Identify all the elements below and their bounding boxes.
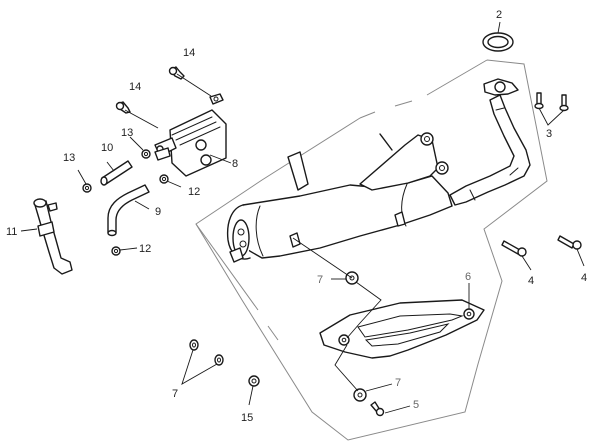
assembly-boundary-lower xyxy=(195,223,279,341)
flange-bolt-3-b xyxy=(559,94,569,112)
callout-5: 5 xyxy=(413,399,419,411)
callout-15: 15 xyxy=(241,412,253,424)
heat-shield xyxy=(319,299,485,359)
callout-7-pair: 7 xyxy=(172,388,178,400)
straight-hose xyxy=(100,160,133,186)
valve-bolt-lower xyxy=(115,101,131,114)
muffler-bracket xyxy=(287,132,449,191)
leader-lines xyxy=(20,21,585,414)
secondary-air-valve xyxy=(154,93,227,177)
washer-7-pair-b xyxy=(214,354,224,366)
callout-10: 10 xyxy=(101,142,113,154)
exhaust-gasket xyxy=(482,32,514,52)
assembly-boundary xyxy=(195,59,548,441)
callout-12-upper: 12 xyxy=(188,186,200,198)
mounting-bolt-4-a xyxy=(501,240,527,257)
callout-8: 8 xyxy=(232,158,238,170)
hose-clip-13-left xyxy=(82,183,92,193)
callout-11: 11 xyxy=(6,226,17,238)
bent-hose xyxy=(107,184,150,237)
air-filter-pipe xyxy=(33,198,73,275)
callout-13-left: 13 xyxy=(63,152,75,164)
washer-7-pair-a xyxy=(189,339,199,351)
flange-bolt-3-a xyxy=(534,92,544,110)
hose-clip-13-right xyxy=(141,149,151,159)
callout-4-right: 4 xyxy=(581,272,587,284)
shield-screw-5 xyxy=(370,401,385,417)
mounting-bolt-4-b xyxy=(557,235,582,250)
callout-7-lower: 7 xyxy=(395,377,401,389)
hose-clip-12-lower xyxy=(111,246,121,256)
callout-7-mid: 7 xyxy=(317,274,323,286)
callout-4-left: 4 xyxy=(528,275,534,287)
callout-14-lower: 14 xyxy=(129,81,141,93)
callout-12-lower: 12 xyxy=(139,243,151,255)
washer-7-lower xyxy=(353,388,367,402)
muffler-body xyxy=(226,175,453,263)
callout-14-upper: 14 xyxy=(183,47,195,59)
callout-3: 3 xyxy=(546,128,552,140)
callout-6: 6 xyxy=(465,271,471,283)
hose-clip-12-upper xyxy=(159,174,169,184)
callout-13-right: 13 xyxy=(121,127,133,139)
callout-2: 2 xyxy=(496,9,502,21)
nut-15 xyxy=(248,375,260,387)
callout-9: 9 xyxy=(155,206,161,218)
exhaust-header-pipe xyxy=(449,78,531,206)
